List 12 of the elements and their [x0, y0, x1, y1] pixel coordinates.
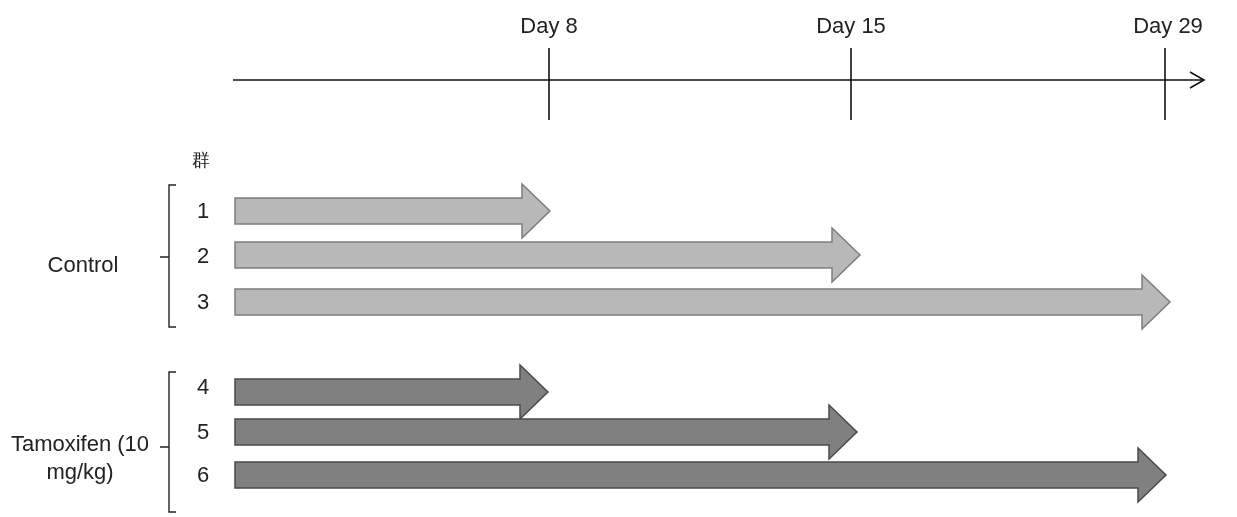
group-number: 6 — [196, 461, 210, 489]
group-number: 1 — [196, 197, 210, 225]
group-number: 3 — [196, 288, 210, 316]
day-label: Day 15 — [816, 12, 886, 40]
group-number: 4 — [196, 373, 210, 401]
group-number: 2 — [196, 242, 210, 270]
group-label: Control — [47, 251, 119, 279]
day-label: Day 8 — [520, 12, 578, 40]
group-heading: 群 — [192, 148, 210, 172]
group-number: 5 — [196, 418, 210, 446]
day-label: Day 29 — [1133, 12, 1203, 40]
group-label: Tamoxifen (10 mg/kg) — [10, 429, 150, 485]
